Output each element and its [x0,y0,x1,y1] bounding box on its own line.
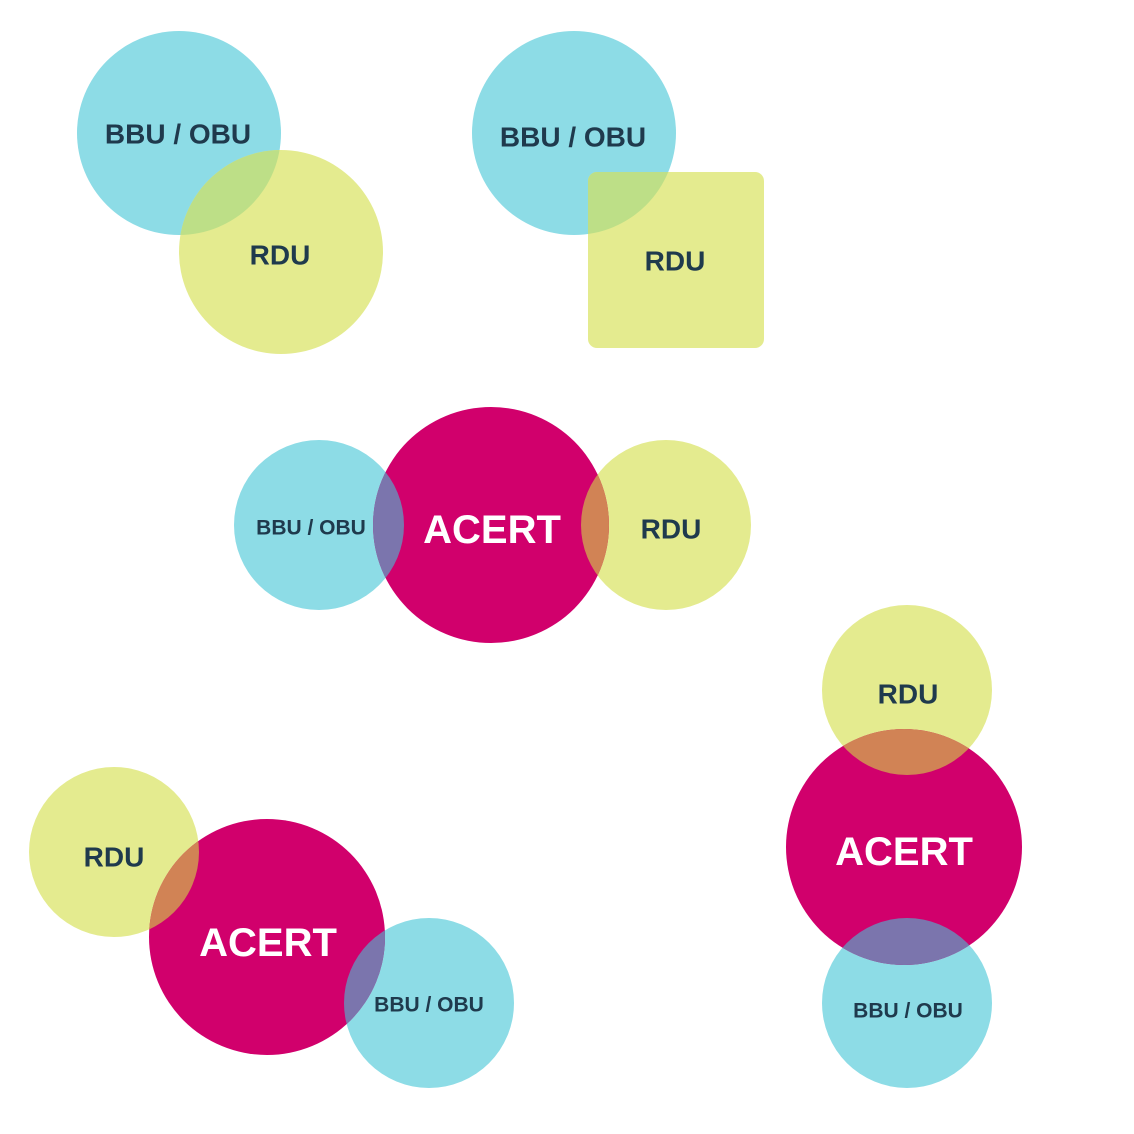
d3-acert-circle [373,407,609,643]
d4-bbu-obu-label: BBU / OBU [374,994,484,1017]
d5-rdu-label: RDU [878,679,939,710]
d1-bbu-obu-label: BBU / OBU [105,119,251,150]
d3-bbu-obu-circle [234,440,404,610]
d5-acert-circle [786,729,1022,965]
d4-acert-label: ACERT [199,921,337,965]
d3-bbu-obu-label: BBU / OBU [256,517,366,540]
diagram-3: BBU / OBU ACERT RDU [234,407,751,643]
d2-rdu-label: RDU [645,246,706,277]
d5-acert-label: ACERT [835,830,973,874]
diagram-1: BBU / OBU RDU [77,31,383,354]
d1-rdu-label: RDU [250,240,311,271]
d3-rdu-label: RDU [641,514,702,545]
d4-bbu-obu-circle [344,918,514,1088]
d3-acert-label: ACERT [423,508,561,552]
d2-bbu-obu-label: BBU / OBU [500,122,646,153]
diagram-4: RDU ACERT BBU / OBU [29,767,514,1088]
diagram-5: RDU ACERT BBU / OBU [786,605,1022,1088]
d4-rdu-label: RDU [84,842,145,873]
diagram-2: BBU / OBU RDU [472,31,764,348]
d5-bbu-obu-circle [822,918,992,1088]
d4-acert-circle [149,819,385,1055]
d5-bbu-obu-label: BBU / OBU [853,1000,963,1023]
d1-overlap [179,150,281,235]
d5-rdu-circle [822,605,992,775]
d4-rdu-circle [29,767,199,937]
d3-rdu-circle [581,440,751,610]
d2-overlap [588,172,676,235]
